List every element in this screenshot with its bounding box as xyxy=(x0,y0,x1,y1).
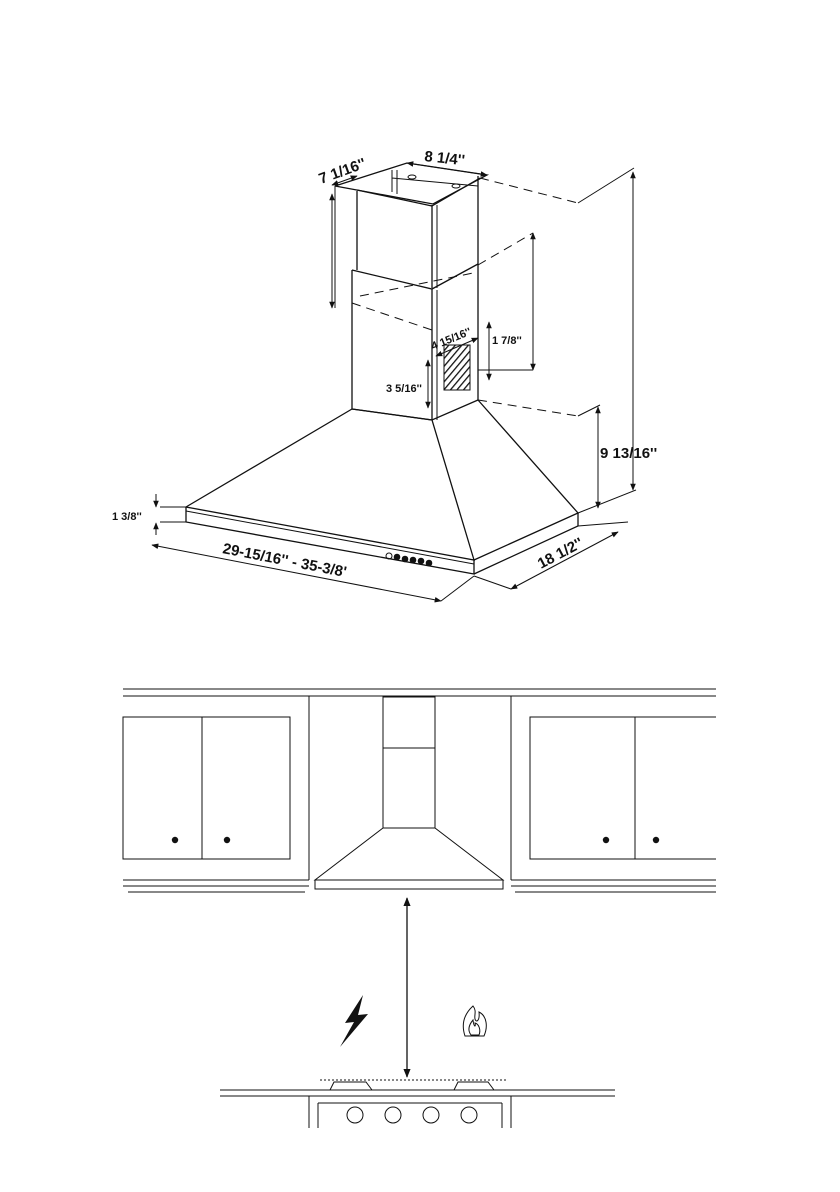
dim-hood-width: 29-15/16'' - 35-3/8' xyxy=(221,540,348,581)
dim-outlet-offset: 3 5/16'' xyxy=(386,383,422,395)
dim-edge-height: 1 3/8'' xyxy=(112,511,142,523)
cooktop xyxy=(220,1080,615,1128)
dim-hood-height: 9 13/16'' xyxy=(600,445,657,462)
dim-chimney-depth: 7 1/16'' xyxy=(317,155,369,188)
left-wall-cabinet xyxy=(123,696,309,892)
dim-hood-depth: 18 1/2'' xyxy=(535,535,586,573)
dim-outlet-height: 1 7/8'' xyxy=(492,335,522,347)
extension-lines xyxy=(160,168,636,526)
hood-front-view xyxy=(315,697,503,889)
installation-elevation-drawing xyxy=(123,689,716,1128)
gas-flame-icon xyxy=(463,1006,486,1036)
lightning-bolt-icon xyxy=(340,995,368,1047)
upper-chimney xyxy=(335,163,487,289)
isometric-hood-drawing: 7 1/16'' 8 1/4'' 4 15/16'' 1 7/8'' 3 5/1… xyxy=(112,148,657,601)
right-wall-cabinet xyxy=(511,696,716,892)
outlet-vent xyxy=(444,345,470,390)
dimension-lines xyxy=(152,163,633,601)
